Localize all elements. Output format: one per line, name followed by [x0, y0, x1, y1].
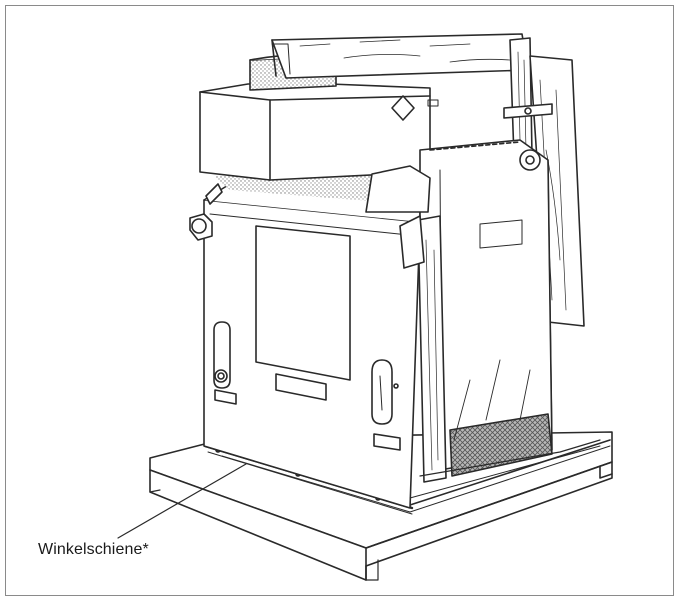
side-knob	[189, 183, 223, 241]
bottom-grate	[449, 359, 553, 477]
figure-frame	[5, 5, 674, 596]
post-bracket	[503, 103, 553, 119]
callout-label-angle-rail: Winkelschiene*	[38, 541, 149, 558]
wood-top-beam	[271, 33, 529, 79]
top-flue-box	[199, 83, 439, 181]
packing-straps	[409, 439, 601, 499]
right-slot	[371, 359, 399, 425]
wood-front-right-strip	[399, 215, 447, 483]
callout-leader-line	[117, 463, 247, 539]
left-slot	[213, 321, 231, 389]
boiler-front-panel	[203, 183, 421, 509]
